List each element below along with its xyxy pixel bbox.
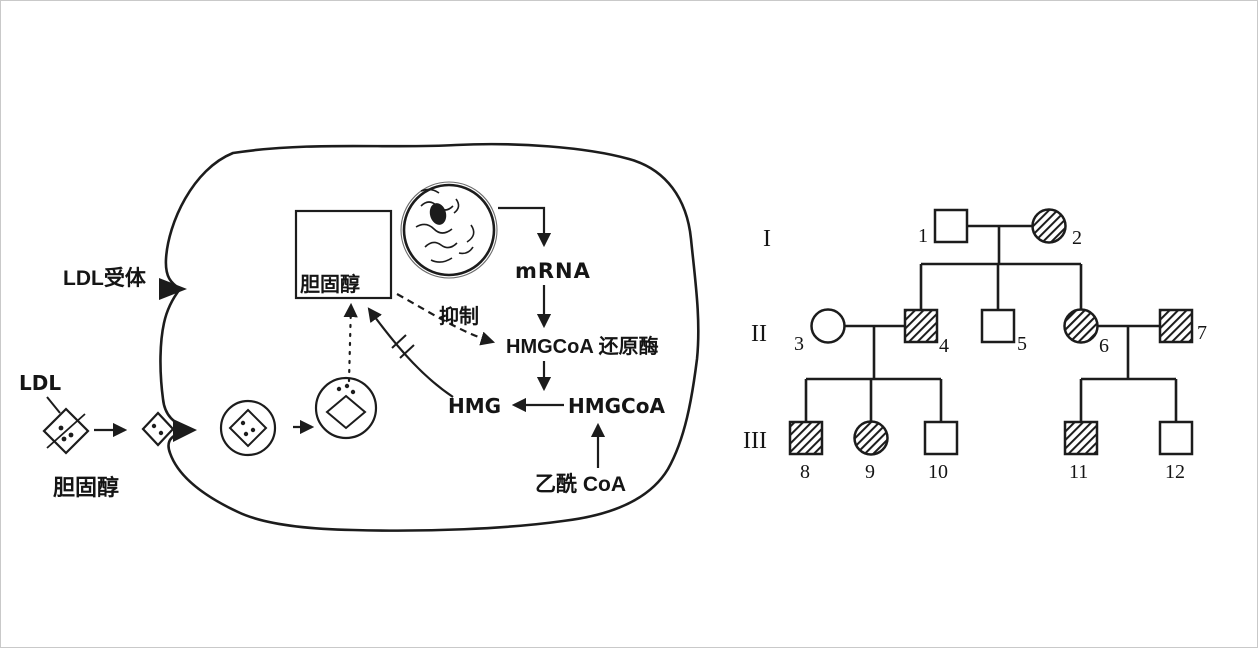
pedigree-individual-8 — [788, 420, 824, 456]
pedigree-individual-10 — [923, 420, 959, 456]
ldl-particle — [42, 396, 90, 455]
pedigree-connector-lines — [804, 224, 1178, 422]
generation-label-II: II — [751, 321, 767, 347]
lysosome-vesicle — [314, 376, 378, 440]
pedigree-individual-3 — [810, 308, 846, 344]
pedigree-num-9: 9 — [865, 461, 875, 483]
pedigree-individual-1 — [933, 208, 969, 244]
pedigree-individual-12 — [1158, 420, 1194, 456]
pedigree-individual-11 — [1063, 420, 1099, 456]
nucleolus — [429, 203, 447, 225]
ldl-particle-at-membrane — [141, 411, 175, 447]
pedigree-individual-6 — [1063, 308, 1099, 344]
mrna-label: mRNA — [515, 259, 591, 283]
ldl-receptor-icon — [159, 278, 187, 300]
inhibit-label: 抑制 — [439, 304, 479, 328]
enzyme-tick-2 — [391, 334, 407, 349]
cholesterol-box — [294, 209, 393, 300]
pedigree-num-1: 1 — [918, 225, 928, 247]
pedigree-num-6: 6 — [1099, 335, 1109, 357]
pathway-arrows — [94, 206, 606, 468]
pedigree-individual-4 — [903, 308, 939, 344]
pedigree-individual-9 — [853, 420, 889, 456]
pedigree-num-2: 2 — [1072, 227, 1082, 249]
nucleus — [400, 181, 498, 279]
generation-label-I: I — [763, 226, 771, 252]
generation-label-III: III — [743, 428, 767, 454]
arrow-inhibition-dashed — [396, 293, 496, 346]
pedigree-num-3: 3 — [794, 333, 804, 355]
pedigree-num-5: 5 — [1017, 333, 1027, 355]
cholesterol-box-label: 胆固醇 — [300, 272, 360, 296]
hmg-label: HMG — [448, 394, 501, 418]
arrow-hmg-to-cholesterol — [367, 307, 454, 398]
reductase-label: HMGCoA 还原酶 — [506, 334, 659, 358]
pedigree-individual-7 — [1158, 308, 1194, 344]
pedigree-num-8: 8 — [800, 461, 810, 483]
arrow-nucleus-to-mrna — [498, 206, 552, 248]
arrow-cholesterol-release — [343, 302, 358, 383]
pedigree-num-4: 4 — [939, 335, 949, 357]
membrane-entry-icon — [173, 419, 197, 442]
pedigree-num-12: 12 — [1165, 461, 1185, 483]
acetyl-coa-label: 乙酰 CoA — [535, 472, 626, 496]
enzyme-tick-1 — [399, 344, 415, 359]
pedigree-num-10: 10 — [928, 461, 948, 483]
ldl-label: LDL — [19, 371, 61, 395]
endocytic-vesicle — [219, 399, 277, 457]
chromatin-squiggles — [415, 188, 475, 263]
cholesterol-outer-label: 胆固醇 — [53, 475, 119, 500]
ldl-receptor-label: LDL受体 — [63, 266, 147, 290]
pedigree-num-11: 11 — [1069, 461, 1088, 483]
pedigree-num-7: 7 — [1197, 322, 1207, 344]
hmgcoa-label: HMGCoA — [568, 394, 665, 418]
pedigree-individual-2 — [1031, 208, 1067, 244]
pedigree-individual-5 — [980, 308, 1016, 344]
